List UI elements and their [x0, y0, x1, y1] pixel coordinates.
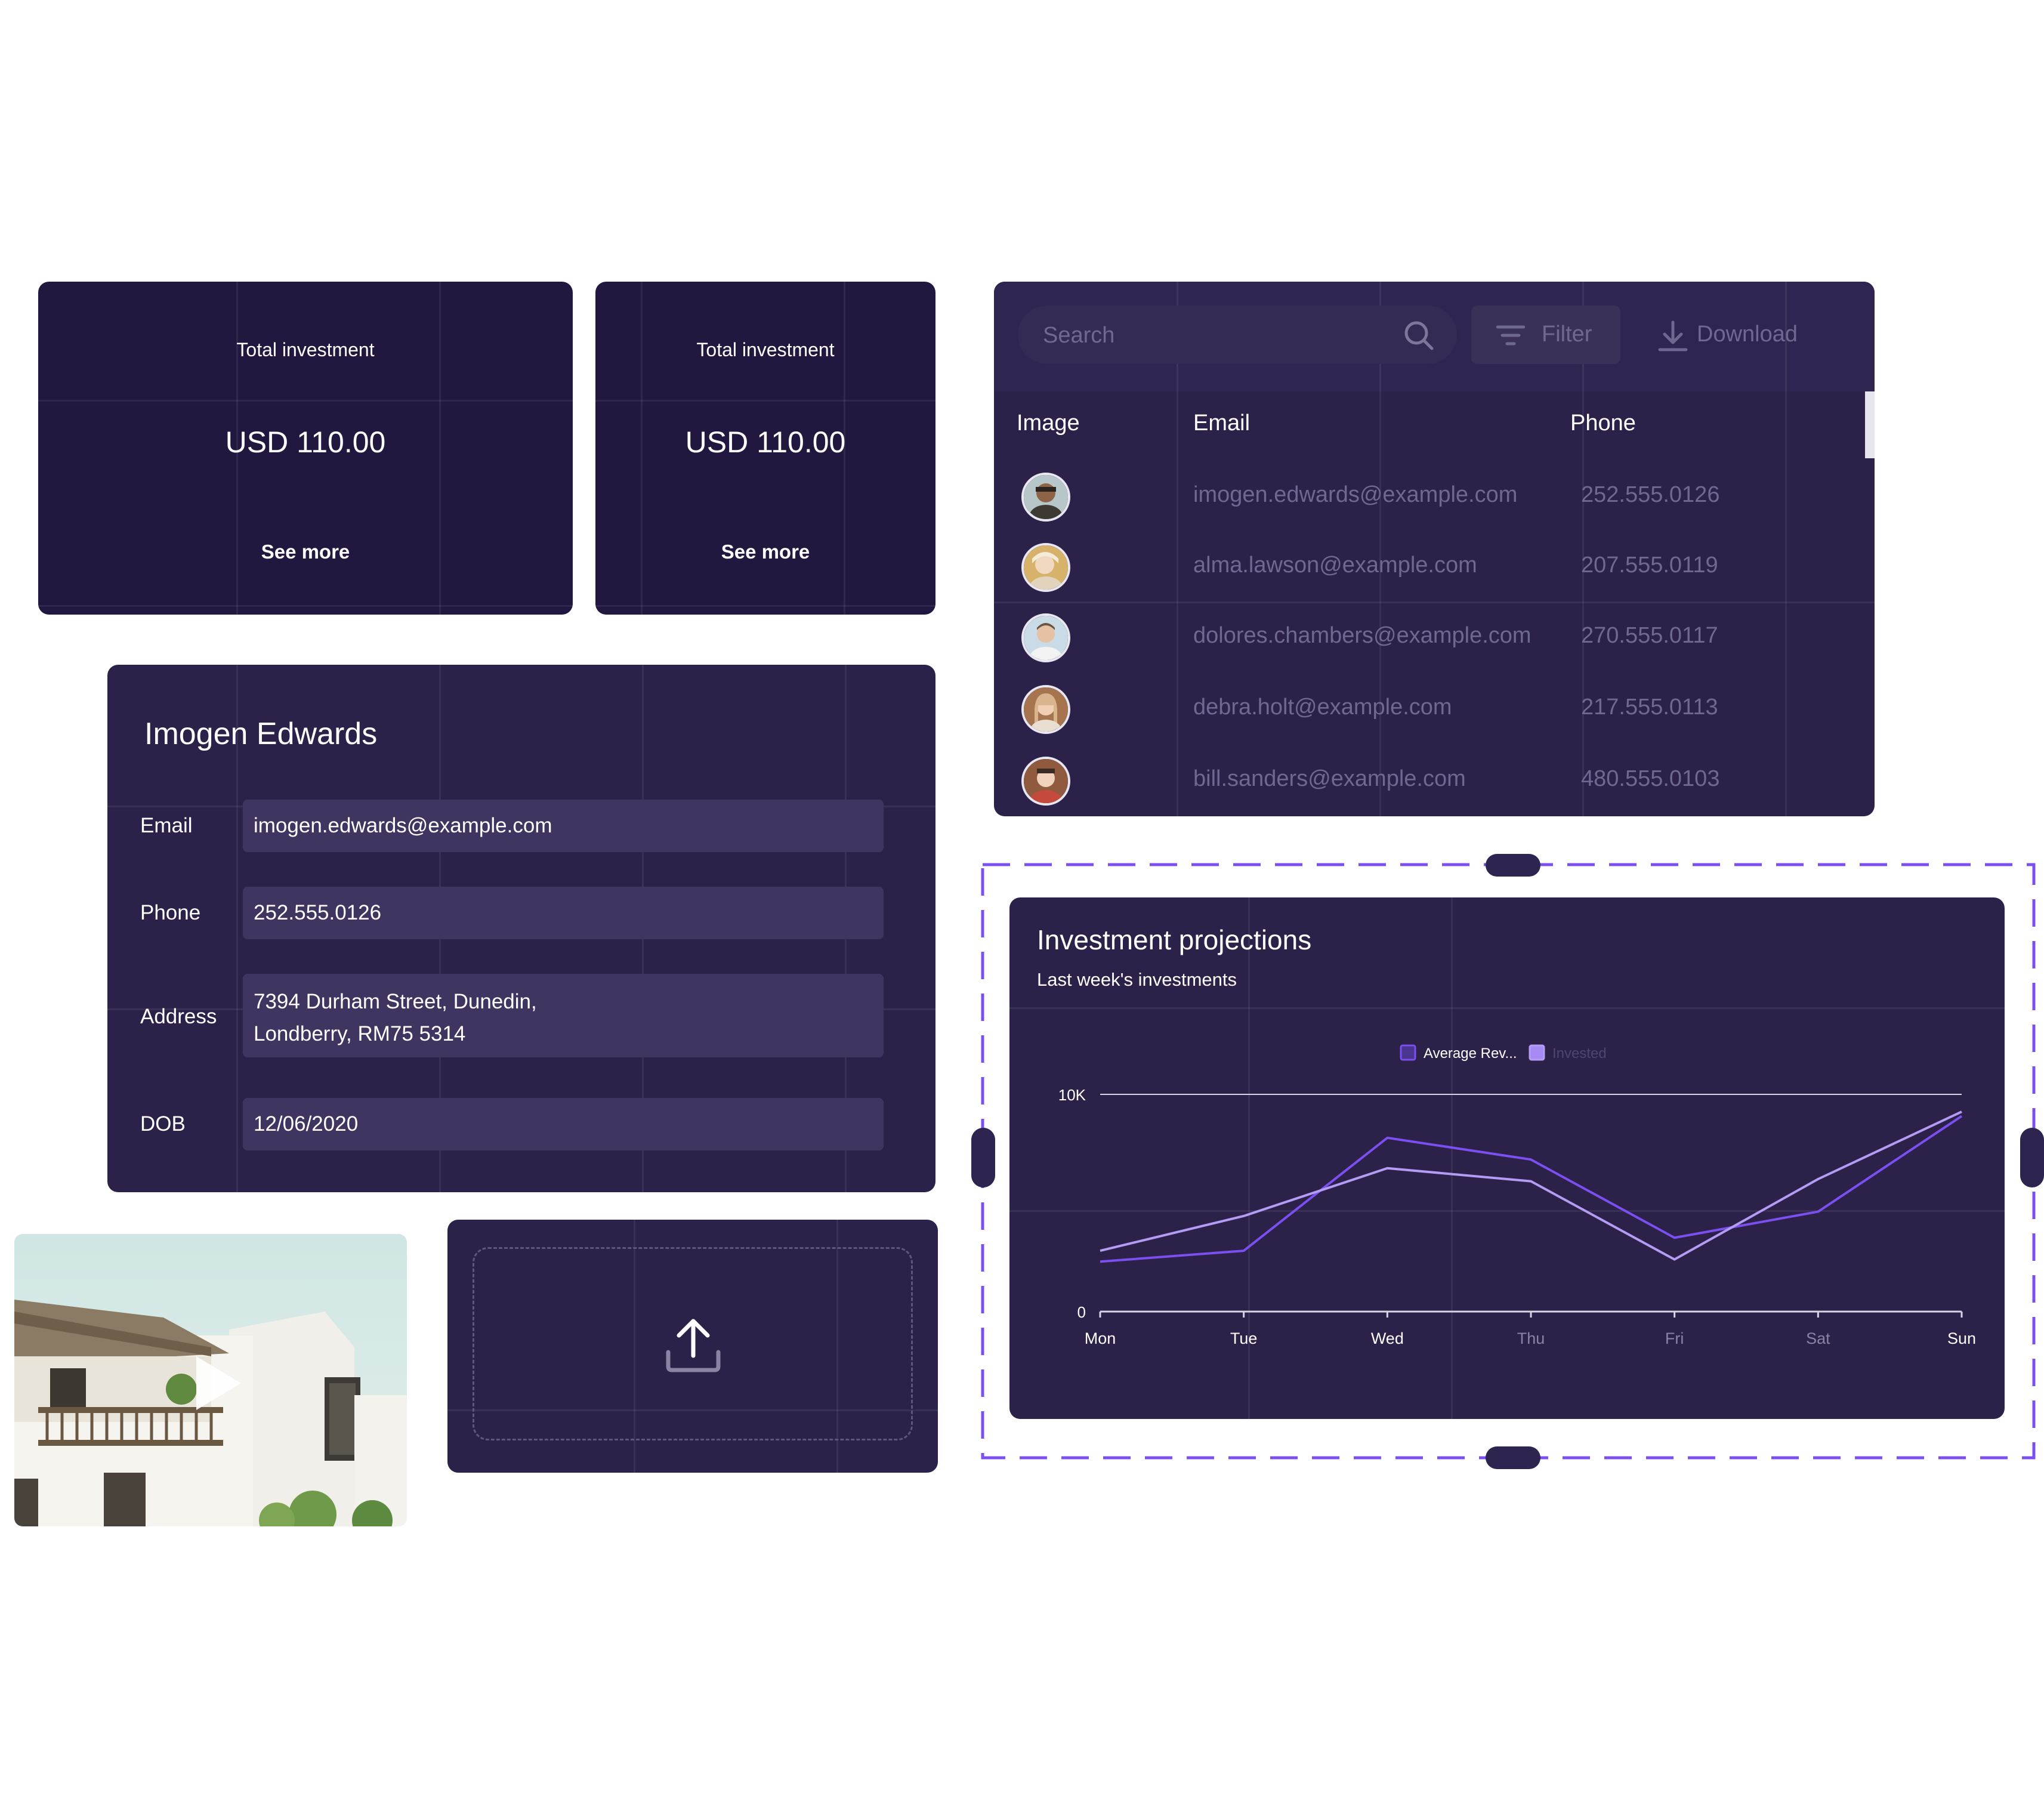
y-tick-label: 10K [1058, 1086, 1086, 1104]
address-line-1: 7394 Durham Street, Dunedin, [254, 990, 537, 1013]
play-icon[interactable] [190, 1353, 244, 1413]
x-tick-label: Wed [1371, 1329, 1404, 1347]
x-tick-label: Sun [1947, 1329, 1976, 1347]
x-tick-label: Mon [1085, 1329, 1116, 1347]
x-tick-label: Fri [1665, 1329, 1684, 1347]
phone-label: Phone [140, 901, 201, 924]
resize-handle-bottom[interactable] [1486, 1446, 1540, 1469]
column-header-phone[interactable]: Phone [1570, 411, 1636, 436]
avatar [1021, 613, 1070, 662]
investment-title: Total investment [696, 339, 835, 360]
investment-card-1: Total investment USD 110.00 See more [38, 282, 573, 615]
avatar [1021, 473, 1070, 522]
column-header-image[interactable]: Image [1017, 411, 1080, 436]
legend-swatch [1529, 1044, 1545, 1061]
legend-label: Invested [1552, 1045, 1607, 1062]
dob-field[interactable]: 12/06/2020 [243, 1098, 884, 1150]
avatar [1021, 757, 1070, 806]
legend-label: Average Rev... [1424, 1045, 1517, 1062]
search-box[interactable] [1018, 306, 1457, 365]
investment-card-2: Total investment USD 110.00 See more [595, 282, 935, 615]
address-field[interactable]: 7394 Durham Street, Dunedin, Londberry, … [243, 974, 884, 1057]
row-email: bill.sanders@example.com [1193, 766, 1466, 791]
x-tick-label: Sat [1806, 1329, 1830, 1347]
chart-subtitle: Last week's investments [1037, 969, 1237, 990]
video-thumbnail[interactable] [14, 1234, 407, 1526]
row-email: dolores.chambers@example.com [1193, 623, 1532, 648]
download-label: Download [1697, 322, 1798, 347]
phone-field[interactable]: 252.555.0126 [243, 887, 884, 939]
email-label: Email [140, 814, 193, 837]
dob-label: DOB [140, 1112, 186, 1136]
search-icon[interactable] [1403, 320, 1434, 351]
legend-swatch [1400, 1044, 1416, 1061]
resize-handle-top[interactable] [1486, 854, 1540, 877]
row-email: debra.holt@example.com [1193, 695, 1452, 720]
column-header-email[interactable]: Email [1193, 411, 1251, 436]
upload-icon[interactable] [663, 1315, 723, 1375]
upload-dropzone[interactable] [473, 1247, 913, 1440]
filter-label: Filter [1542, 322, 1592, 347]
email-field[interactable]: imogen.edwards@example.com [243, 800, 884, 852]
series-line-2 [1100, 1110, 1962, 1261]
line-chart: 0 10K Mon Tue Wed Thu Fri Sat Sun Average Rev... I… [1058, 1044, 1976, 1347]
investment-title: Total investment [236, 339, 375, 360]
download-button[interactable]: Download [1650, 306, 1829, 364]
y-tick-label: 0 [1077, 1303, 1086, 1321]
avatar [1021, 543, 1070, 592]
avatar [1021, 685, 1070, 734]
chart-title: Investment projections [1037, 924, 1312, 955]
row-phone: 252.555.0126 [1581, 482, 1720, 507]
upload-card [447, 1220, 938, 1473]
investment-value: USD 110.00 [225, 425, 386, 459]
address-line-2: Londberry, RM75 5314 [254, 1022, 466, 1045]
download-icon [1658, 320, 1688, 351]
resize-handle-right[interactable] [2020, 1128, 2044, 1187]
see-more-link[interactable]: See more [721, 541, 810, 563]
row-phone: 207.555.0119 [1581, 553, 1718, 578]
address-label: Address [140, 1005, 217, 1028]
row-phone: 480.555.0103 [1581, 766, 1720, 791]
row-phone: 217.555.0113 [1581, 695, 1718, 720]
series-line-1 [1100, 1115, 1963, 1263]
resize-handle-left[interactable] [971, 1128, 995, 1187]
profile-name: Imogen Edwards [144, 717, 378, 751]
filter-button[interactable]: Filter [1471, 306, 1620, 364]
x-tick-label: Thu [1517, 1329, 1545, 1347]
row-phone: 270.555.0117 [1581, 623, 1718, 648]
row-email: imogen.edwards@example.com [1193, 482, 1518, 507]
table-scrollbar[interactable] [1865, 391, 1875, 458]
row-email: alma.lawson@example.com [1193, 553, 1477, 578]
see-more-link[interactable]: See more [261, 541, 350, 563]
x-tick-label: Tue [1230, 1329, 1258, 1347]
search-input[interactable] [1042, 306, 1378, 365]
investment-value: USD 110.00 [685, 425, 846, 459]
investment-chart-card: Investment projections Last week's inves… [1009, 897, 2005, 1419]
profile-card: Imogen Edwards Email imogen.edwards@exam… [107, 665, 935, 1192]
contacts-table: Filter Download Image Email Phone imogen… [994, 282, 1875, 816]
filter-icon [1496, 325, 1525, 345]
house-photo [14, 1234, 407, 1526]
